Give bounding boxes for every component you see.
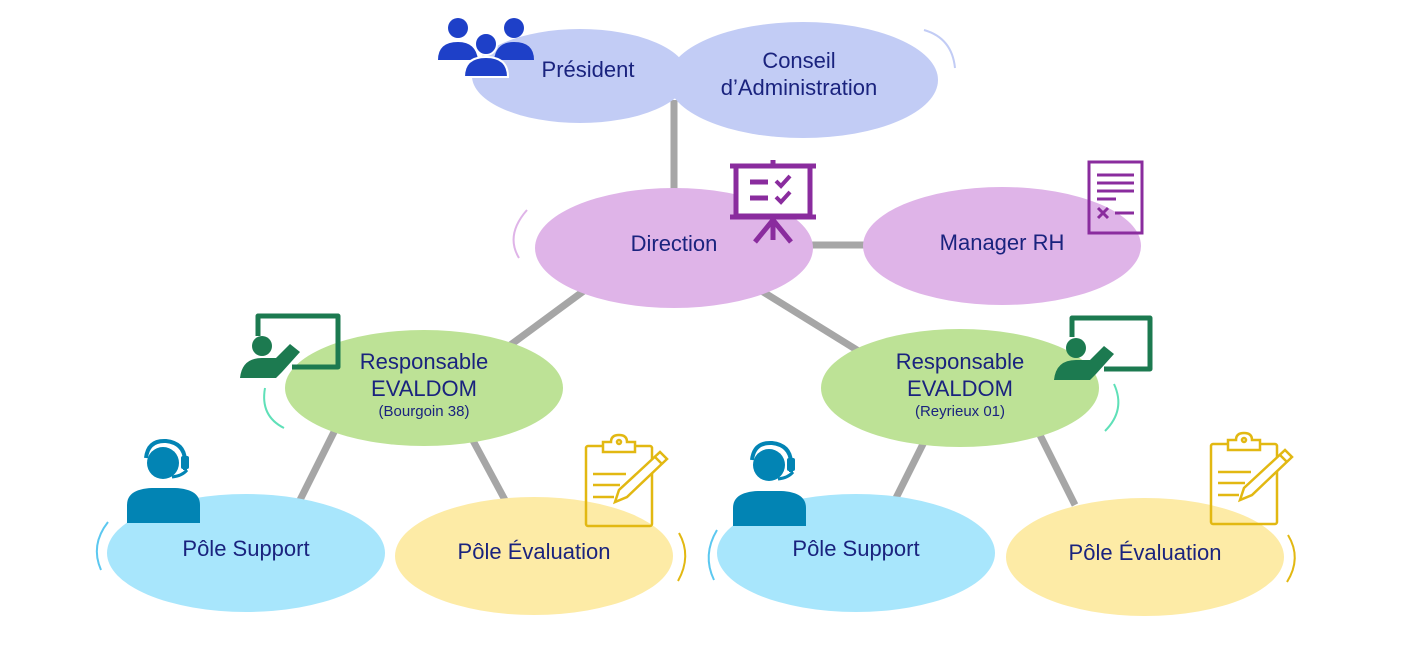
headset-agent-icon bbox=[127, 438, 200, 523]
node-support-left[interactable]: Pôle Support bbox=[107, 494, 385, 612]
headset-agent-icon bbox=[733, 440, 806, 526]
evaluation-left-label: Pôle Évaluation bbox=[458, 539, 611, 564]
support-right-label: Pôle Support bbox=[792, 536, 919, 561]
edge-bourgoin-support bbox=[296, 428, 339, 502]
resp-bourgoin-ellipse bbox=[285, 330, 563, 446]
evaluation-right-ellipse bbox=[1006, 498, 1284, 616]
resp-bourgoin-accent-arc bbox=[263, 387, 285, 429]
node-evaluation-left[interactable]: Pôle Évaluation bbox=[395, 497, 673, 615]
evaluation-right-label: Pôle Évaluation bbox=[1069, 540, 1222, 565]
resp-bourgoin-line2: EVALDOM bbox=[371, 376, 477, 401]
support-left-label: Pôle Support bbox=[182, 536, 309, 561]
clipboard-pencil-icon bbox=[1209, 431, 1294, 526]
support-right-accent-arc bbox=[707, 529, 718, 581]
president-label: Président bbox=[542, 57, 635, 82]
edge-direction-resp-reyrieux bbox=[758, 287, 867, 358]
resp-reyrieux-line1: Responsable bbox=[896, 349, 1024, 374]
node-evaluation-right[interactable]: Pôle Évaluation bbox=[1006, 498, 1284, 616]
evaluation-right-accent-arc bbox=[1286, 534, 1296, 583]
resp-bourgoin-line1: Responsable bbox=[360, 349, 488, 374]
node-manager-rh[interactable]: Manager RH bbox=[863, 187, 1141, 305]
connectors bbox=[296, 100, 1079, 507]
resp-bourgoin-line3: (Bourgoin 38) bbox=[379, 403, 470, 420]
evaluation-left-accent-arc bbox=[677, 532, 687, 582]
resp-reyrieux-ellipse bbox=[821, 329, 1099, 447]
resp-reyrieux-accent-arc bbox=[1104, 383, 1120, 432]
resp-reyrieux-line2: EVALDOM bbox=[907, 376, 1013, 401]
conseil-label-line2: d’Administration bbox=[721, 75, 878, 100]
conseil-label-line1: Conseil bbox=[762, 48, 835, 73]
edge-reyrieux-evaluation bbox=[1036, 433, 1079, 507]
direction-label: Direction bbox=[631, 231, 718, 256]
document-form-icon bbox=[1087, 160, 1144, 235]
direction-accent-arc bbox=[512, 209, 528, 259]
conseil-ellipse bbox=[668, 22, 938, 138]
node-resp-reyrieux[interactable]: Responsable EVALDOM (Reyrieux 01) bbox=[821, 329, 1099, 447]
presentation-board-checklist-icon bbox=[730, 160, 816, 244]
clipboard-pencil-icon bbox=[584, 433, 669, 528]
resp-reyrieux-line3: (Reyrieux 01) bbox=[915, 403, 1005, 420]
edge-reyrieux-support bbox=[891, 438, 929, 502]
teacher-whiteboard-icon bbox=[240, 313, 341, 378]
manager-rh-ellipse bbox=[863, 187, 1141, 305]
support-left-accent-arc bbox=[95, 521, 109, 571]
users-group-icon bbox=[438, 18, 534, 78]
support-left-ellipse bbox=[107, 494, 385, 612]
edge-bourgoin-evaluation bbox=[466, 433, 509, 502]
manager-rh-label: Manager RH bbox=[940, 230, 1065, 255]
teacher-whiteboard-icon bbox=[1054, 315, 1153, 380]
conseil-accent-arc bbox=[923, 29, 956, 69]
node-conseil[interactable] bbox=[668, 22, 938, 138]
node-resp-bourgoin[interactable]: Responsable EVALDOM (Bourgoin 38) bbox=[285, 330, 563, 446]
